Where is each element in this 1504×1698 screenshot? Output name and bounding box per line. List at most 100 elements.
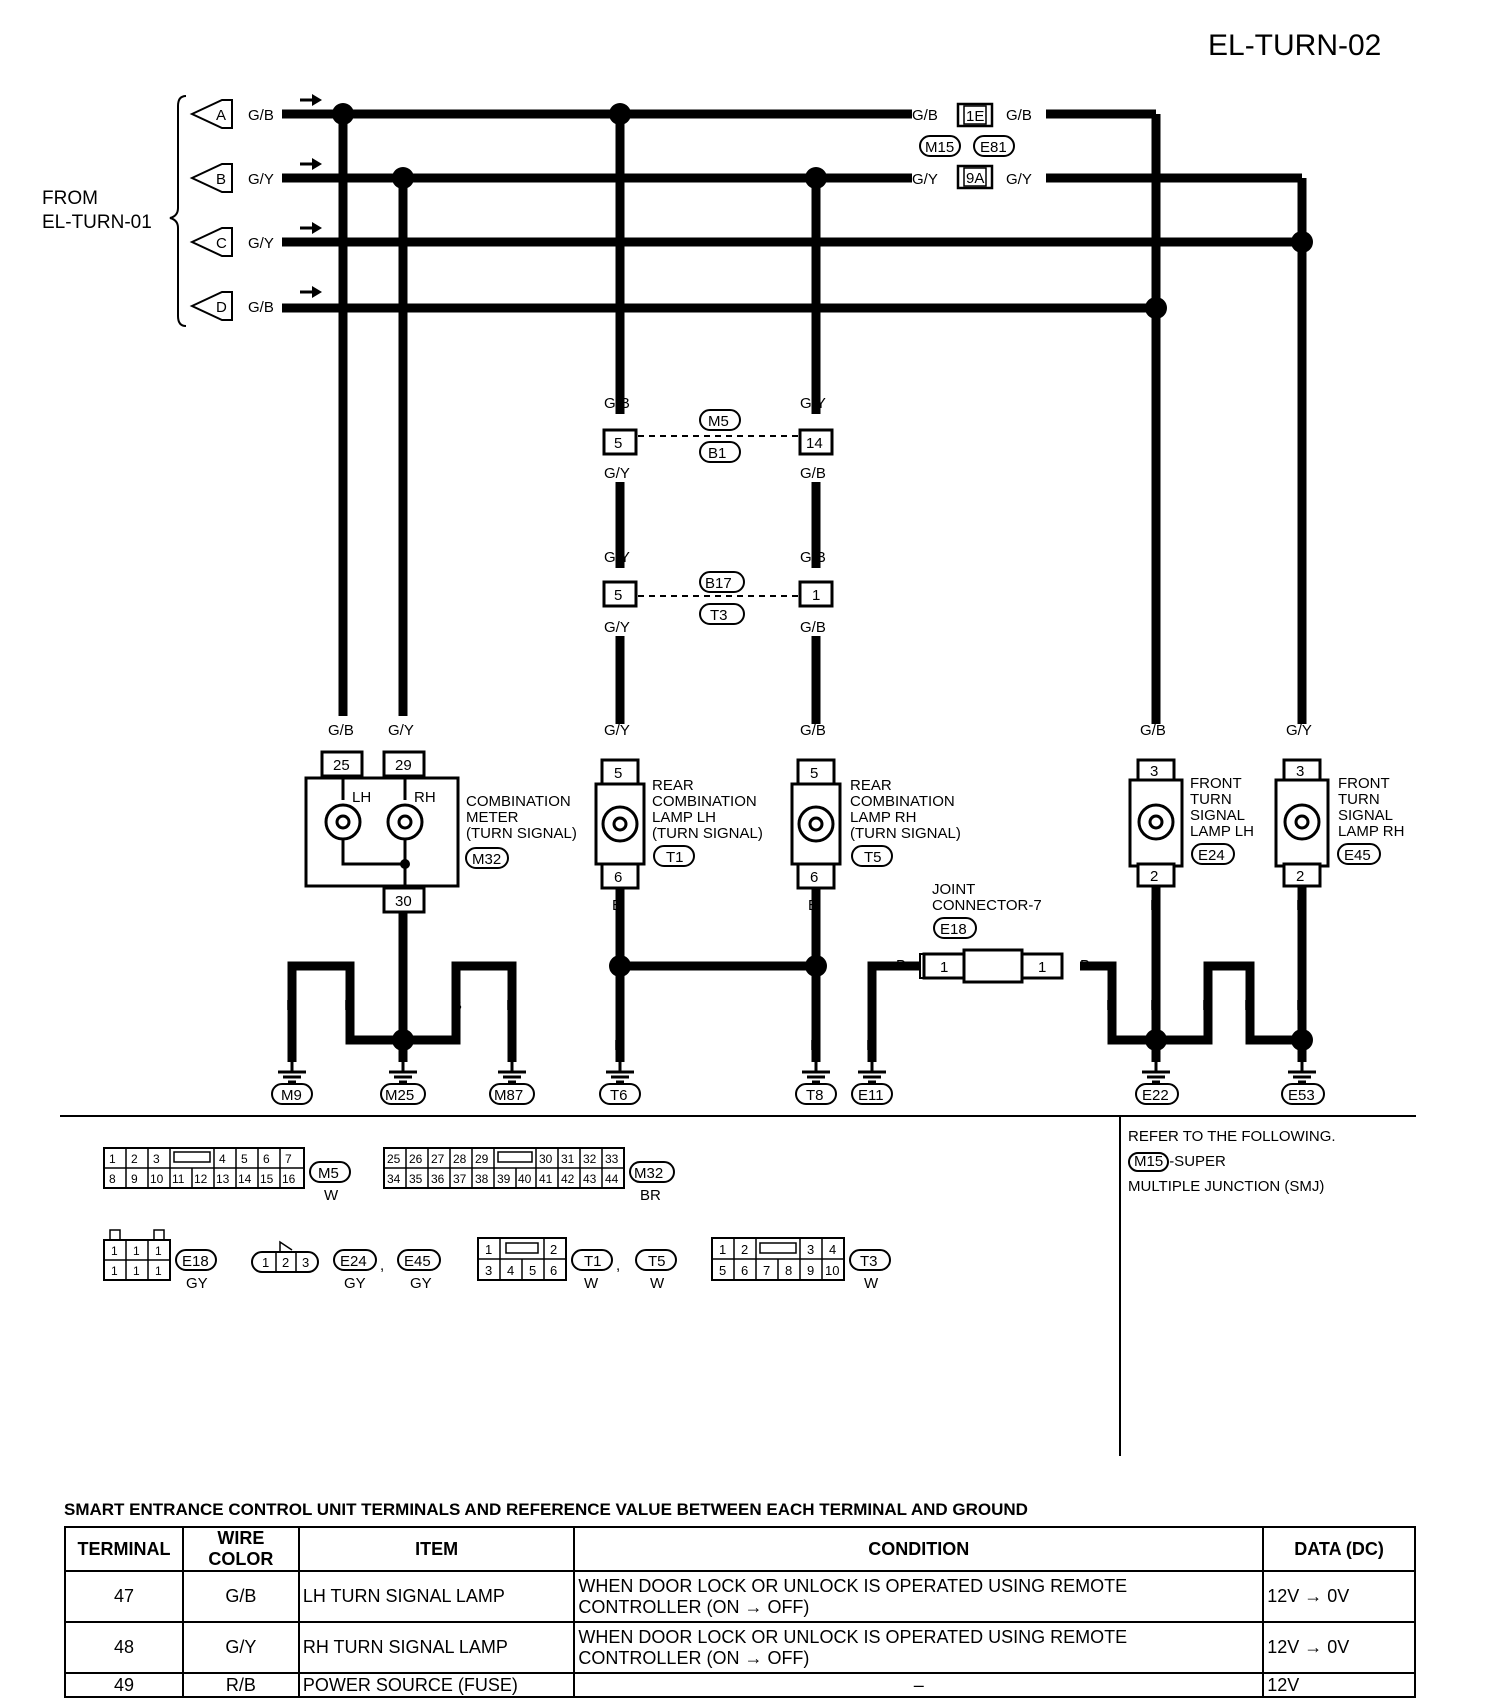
cell-wire-color: R/B — [181, 1672, 300, 1698]
header-condition: CONDITION — [573, 1526, 1265, 1572]
ground-splice-dots — [392, 955, 1313, 1051]
svg-text:G/B: G/B — [912, 107, 938, 124]
svg-text:G/Y: G/Y — [248, 235, 274, 252]
svg-text:2: 2 — [1296, 868, 1304, 885]
svg-text:E11: E11 — [858, 1087, 884, 1104]
svg-text:2: 2 — [1150, 868, 1158, 885]
svg-text:C: C — [216, 235, 227, 252]
svg-text:G/Y: G/Y — [388, 722, 414, 739]
cell-terminal: 49 — [64, 1672, 184, 1698]
input-arrow-d: D G/B — [189, 286, 322, 321]
note-line-3: MULTIPLE JUNCTION (SMJ) — [1128, 1178, 1325, 1195]
cell-condition: WHEN DOOR LOCK OR UNLOCK IS OPERATED USI… — [573, 1570, 1265, 1623]
terminal-table-title: SMART ENTRANCE CONTROL UNIT TERMINALS AN… — [64, 1500, 1028, 1519]
legend-t1: 1 2 3 4 5 6 T1 , T5 W W — [477, 1237, 677, 1292]
svg-text:SIGNAL: SIGNAL — [1190, 807, 1245, 824]
svg-text:1: 1 — [262, 1255, 269, 1270]
svg-text:8: 8 — [109, 1172, 116, 1186]
svg-text:G/B: G/B — [800, 722, 826, 739]
condition-line-1: WHEN DOOR LOCK OR UNLOCK IS OPERATED USI… — [578, 1626, 1128, 1647]
svg-text:M87: M87 — [494, 1087, 523, 1104]
svg-text:T3: T3 — [860, 1253, 878, 1270]
svg-text:31: 31 — [561, 1152, 575, 1166]
svg-text:42: 42 — [561, 1172, 575, 1186]
header-wire-color: WIRE COLOR — [181, 1526, 300, 1572]
svg-text:T5: T5 — [864, 849, 882, 866]
rear-combination-lamp-rh: G/B 5 6 REAR COMBINATION LAMP RH (TURN S… — [790, 722, 961, 890]
vertical-wires — [338, 114, 1307, 724]
svg-text:5: 5 — [529, 1263, 536, 1278]
svg-text:5: 5 — [614, 435, 622, 452]
svg-text:REAR: REAR — [652, 777, 694, 794]
header-data: DATA (DC) — [1262, 1526, 1416, 1572]
svg-text:13: 13 — [216, 1172, 230, 1186]
svg-text:3: 3 — [302, 1255, 309, 1270]
combination-meter: G/B G/Y 25 29 LH RH 30 COMBINATION METER… — [304, 722, 577, 914]
smj-connector: G/B 1E G/B M15 E81 G/Y 9A G/Y — [912, 102, 1032, 190]
svg-text:JOINT: JOINT — [932, 881, 975, 898]
svg-text:14: 14 — [238, 1172, 252, 1186]
svg-text:(TURN SIGNAL): (TURN SIGNAL) — [652, 825, 763, 842]
svg-text:43: 43 — [583, 1172, 597, 1186]
svg-text:REAR: REAR — [850, 777, 892, 794]
svg-text:15: 15 — [260, 1172, 274, 1186]
terminal-reference-table: TERMINAL WIRE COLOR ITEM CONDITION DATA … — [64, 1526, 1416, 1698]
svg-text:GY: GY — [186, 1275, 208, 1292]
note-line-1: REFER TO THE FOLLOWING. — [1128, 1128, 1336, 1145]
svg-text:G/Y: G/Y — [1006, 171, 1032, 188]
svg-text:12: 12 — [194, 1172, 208, 1186]
cell-data: 12V → 0V — [1262, 1570, 1416, 1623]
svg-text:3: 3 — [807, 1242, 814, 1257]
svg-text:T3: T3 — [710, 607, 728, 624]
svg-text:B: B — [286, 997, 296, 1014]
svg-text:E45: E45 — [404, 1253, 431, 1270]
cell-item: LH TURN SIGNAL LAMP — [297, 1570, 576, 1623]
svg-text:27: 27 — [431, 1152, 445, 1166]
svg-text:BR: BR — [640, 1187, 661, 1204]
cell-data: 12V — [1262, 1672, 1416, 1698]
svg-text:,: , — [616, 1257, 620, 1274]
svg-text:B: B — [1150, 897, 1160, 914]
svg-text:5: 5 — [810, 765, 818, 782]
svg-text:3: 3 — [485, 1263, 492, 1278]
svg-text:G/Y: G/Y — [912, 171, 938, 188]
svg-text:E18: E18 — [182, 1253, 209, 1270]
svg-text:LAMP LH: LAMP LH — [652, 809, 716, 826]
svg-text:W: W — [584, 1275, 599, 1292]
svg-text:1: 1 — [485, 1242, 492, 1257]
svg-text:COMBINATION: COMBINATION — [850, 793, 955, 810]
svg-text:6: 6 — [810, 869, 818, 886]
svg-text:1: 1 — [111, 1244, 118, 1258]
svg-text:3: 3 — [1150, 763, 1158, 780]
svg-text:COMBINATION: COMBINATION — [466, 793, 571, 810]
svg-text:8: 8 — [785, 1263, 792, 1278]
svg-text:38: 38 — [475, 1172, 489, 1186]
svg-text:T6: T6 — [610, 1087, 628, 1104]
svg-text:M32: M32 — [634, 1165, 663, 1182]
header-terminal: TERMINAL — [64, 1526, 184, 1572]
svg-text:B: B — [808, 897, 818, 914]
table-header-row: TERMINAL WIRE COLOR ITEM CONDITION DATA … — [64, 1526, 1416, 1572]
condition-line-2: CONTROLLER (ON → OFF) — [578, 1647, 810, 1668]
svg-text:COMBINATION: COMBINATION — [652, 793, 757, 810]
splice-dots — [332, 103, 1313, 319]
svg-text:LH: LH — [352, 789, 371, 806]
svg-text:2: 2 — [741, 1242, 748, 1257]
table-row: 48 G/Y RH TURN SIGNAL LAMP WHEN DOOR LOC… — [64, 1621, 1416, 1674]
svg-text:B: B — [1244, 997, 1254, 1014]
svg-text:41: 41 — [539, 1172, 553, 1186]
svg-text:G/B: G/B — [1140, 722, 1166, 739]
svg-text:W: W — [324, 1187, 339, 1204]
svg-text:32: 32 — [583, 1152, 597, 1166]
svg-text:E81: E81 — [980, 139, 1007, 156]
svg-text:1: 1 — [155, 1264, 162, 1278]
svg-text:1: 1 — [155, 1244, 162, 1258]
svg-text:B: B — [398, 997, 408, 1014]
input-arrow-a: A G/B — [189, 94, 322, 129]
svg-text:1: 1 — [111, 1264, 118, 1278]
condition-line-1: WHEN DOOR LOCK OR UNLOCK IS OPERATED USI… — [578, 1575, 1128, 1596]
svg-text:T1: T1 — [584, 1253, 602, 1270]
svg-text:RH: RH — [414, 789, 436, 806]
svg-text:E24: E24 — [340, 1253, 367, 1270]
svg-text:37: 37 — [453, 1172, 467, 1186]
